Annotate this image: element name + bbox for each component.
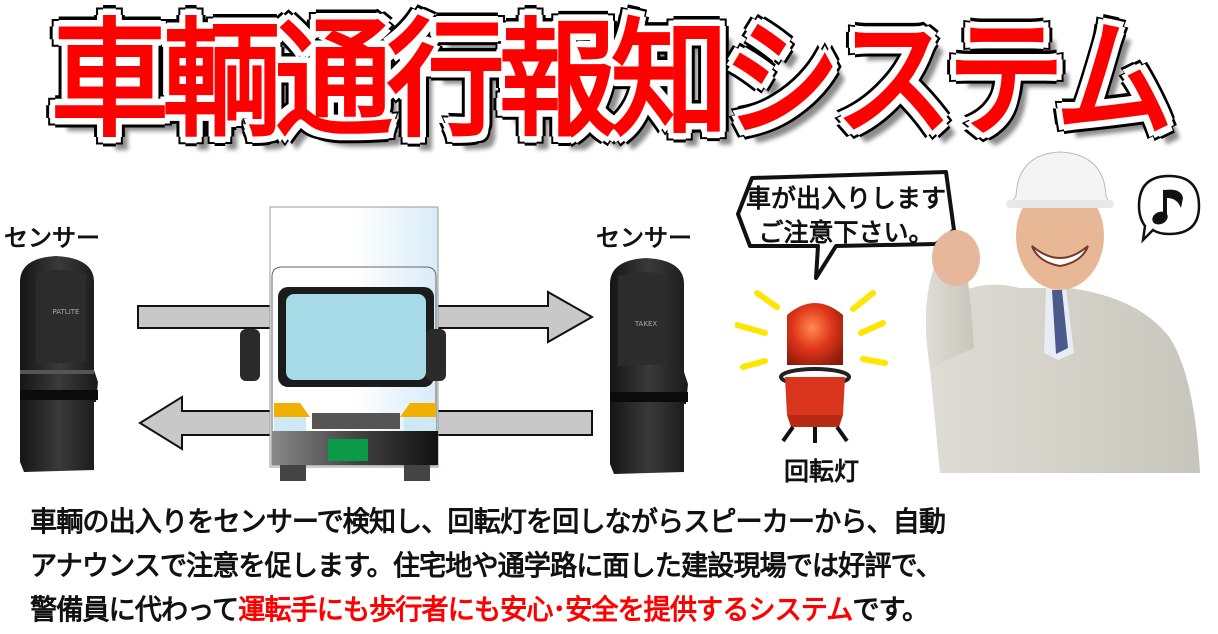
beacon-label: 回転灯 xyxy=(784,457,860,486)
worker-illustration xyxy=(925,151,1200,473)
sensor-right-label: センサー xyxy=(596,224,692,252)
description-line-3: 警備員に代わって運転手にも歩行者にも安心･安全を提供するシステムです。 xyxy=(30,588,1175,632)
sensor-left-icon: PATLITE xyxy=(20,256,98,472)
description-line-3-prefix: 警備員に代わって xyxy=(30,593,239,626)
svg-text:PATLITE: PATLITE xyxy=(53,308,80,316)
truck-front-icon xyxy=(240,206,446,481)
rotating-warning-light-icon xyxy=(735,290,888,443)
description-line-3-suffix: です。 xyxy=(852,593,929,626)
speech-line-2: ご注意下さい。 xyxy=(758,218,934,247)
speech-bubble xyxy=(736,170,956,280)
description-line-1: 車輌の出入りをセンサーで検知し、回転灯を回しながらスピーカーから、自動 xyxy=(30,505,946,538)
page-title: 車輌通行報知システム xyxy=(49,3,1174,155)
speech-bubble-text: 車が出入りします ご注意下さい。 xyxy=(740,182,952,250)
music-note-icon xyxy=(1137,174,1201,244)
description-highlight: 運転手にも歩行者にも安心･安全を提供するシステム xyxy=(238,593,853,626)
speech-line-1: 車が出入りします xyxy=(745,184,946,213)
sensor-left-label: センサー xyxy=(4,224,100,252)
svg-text:TAKEX: TAKEX xyxy=(634,320,658,328)
description-text: 車輌の出入りをセンサーで検知し、回転灯を回しながらスピーカーから、自動 アナウン… xyxy=(30,500,1175,632)
sensor-right-icon: TAKEX xyxy=(610,258,688,474)
description-line-2: アナウンスで注意を促します。住宅地や通学路に面した建設現場では好評で、 xyxy=(30,549,943,582)
